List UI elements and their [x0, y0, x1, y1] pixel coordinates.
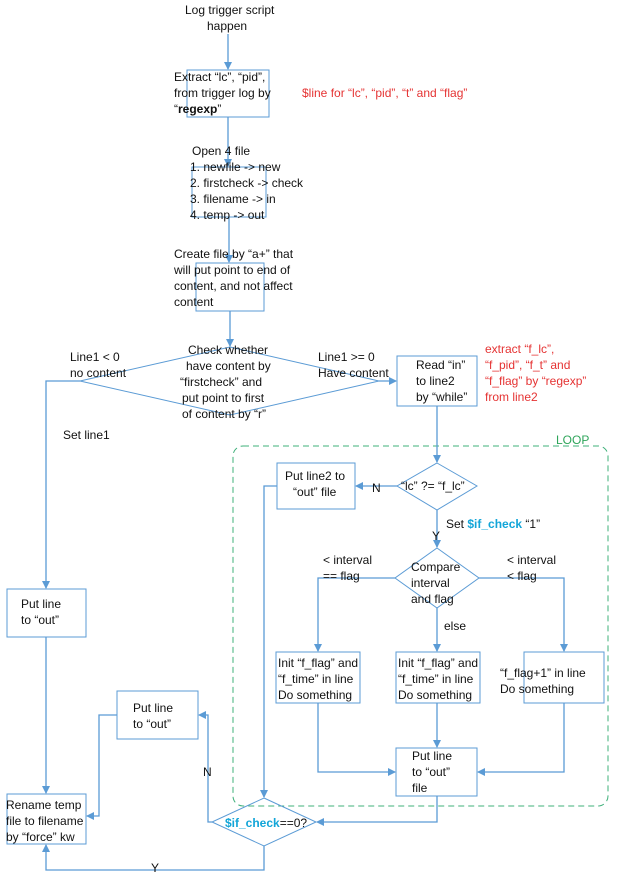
if-check-text: $if_check==0? — [225, 816, 308, 830]
arrow-putline-mid-rename — [86, 714, 117, 820]
compare-text: Compare interval and flag — [411, 560, 461, 606]
read-in-note: extract “f_lc”, “f_pid”, “f_t” and “f_fl… — [485, 342, 587, 404]
open-files-text: Open 4 file 1. newfile -> new 2. firstch… — [190, 144, 304, 222]
init-mid-box — [395, 651, 481, 704]
init-left-text: Init “f_flag” and “f_time” in line Do so… — [278, 656, 359, 702]
create-file-text: Create file by “a+” that will put point … — [174, 247, 294, 309]
check-right-label: Line1 >= 0 Have content — [318, 350, 389, 380]
set-line1-label: Set line1 — [63, 428, 110, 442]
start-text: Log trigger script happen — [185, 3, 275, 33]
if-check-yes-label: Y — [151, 861, 160, 875]
lc-no-label: N — [372, 481, 381, 495]
arrow-compare-right — [479, 577, 568, 652]
init-mid-text: Init “f_flag” and “f_time” in line Do so… — [398, 656, 479, 702]
lc-yes-label: Y — [432, 529, 441, 543]
arrow-compare-left — [314, 577, 395, 652]
compare-left-label: < interval == flag — [323, 553, 373, 583]
check-diamond — [79, 346, 380, 416]
set-if-check-label: Set $if_check “1” — [446, 517, 541, 531]
check-text: Check whether have content by “firstchec… — [180, 343, 271, 421]
loop-label: LOOP — [556, 433, 590, 447]
arrow-initleft-bottom — [317, 703, 396, 776]
extract-text: Extract “lc”, “pid”, from trigger log by… — [174, 70, 271, 116]
check-left-label: Line1 < 0 no content — [70, 350, 127, 380]
compare-else-label: else — [444, 619, 467, 633]
extract-note: $line for “lc”, “pid”, “t” and “flag” — [302, 86, 468, 100]
lc-diamond-text: “lc” ?= “f_lc” — [401, 479, 465, 493]
arrow-ifcheck-yes-rename — [42, 844, 265, 871]
if-check-no-label: N — [203, 765, 212, 779]
put-line-out-left-text: Put line to “out” — [21, 597, 62, 627]
read-in-text: Read “in” to line2 by “while” — [416, 358, 468, 404]
arrow-check-putline — [42, 380, 80, 589]
compare-right-label: < interval < flag — [507, 553, 557, 583]
arrow-flagplus-bottom — [477, 703, 565, 776]
arrow-ifcheck-putline-mid — [198, 711, 212, 823]
put-line2-text: Put line2 to “out” file — [285, 469, 346, 499]
arrow-bottom-ifcheck — [316, 796, 438, 826]
loop-region — [232, 445, 609, 807]
put-line-out-bottom-text: Put line to “out” file — [412, 749, 453, 795]
put-line-out-mid-text: Put line to “out” — [133, 701, 174, 731]
rename-text: Rename temp file to filename by “force” … — [6, 798, 84, 844]
arrow-putline2-ifcheck — [260, 485, 277, 798]
flag-plus-text: “f_flag+1” in line Do something — [500, 666, 586, 696]
